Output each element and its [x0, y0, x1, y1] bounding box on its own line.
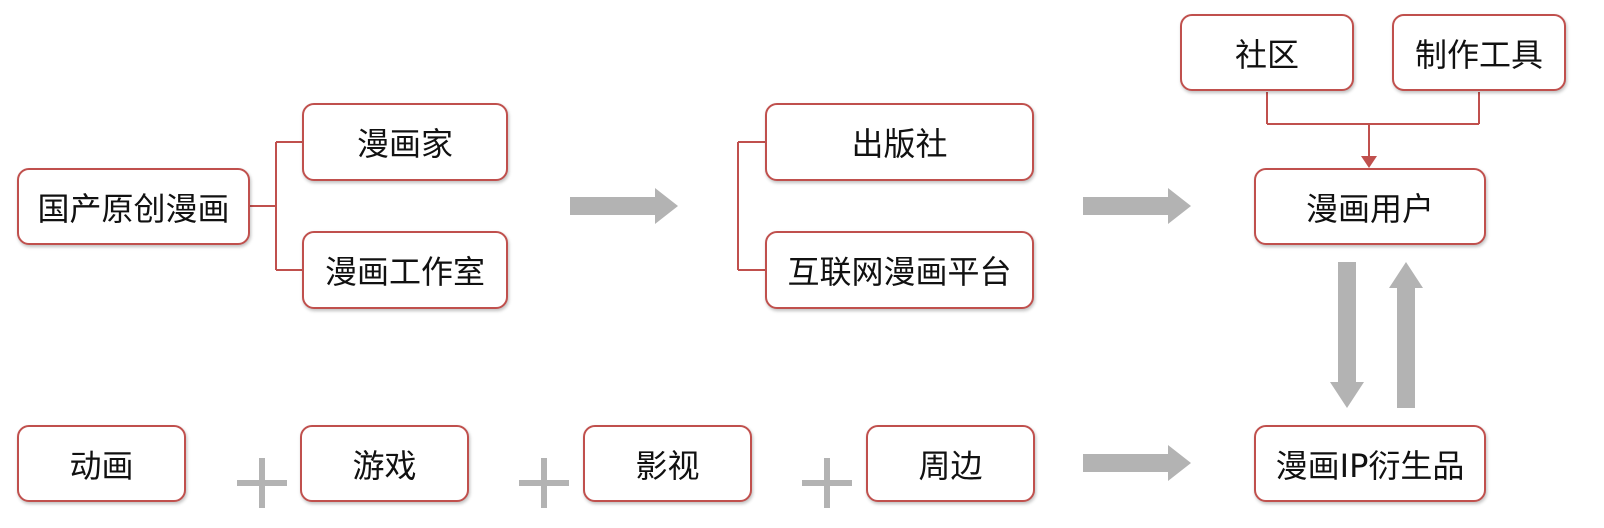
flow-arrow-3 — [1083, 445, 1191, 481]
flow-arrow-2 — [1083, 188, 1191, 224]
publisher-node: 出版社 — [765, 103, 1034, 181]
manga-studio-node: 漫画工作室 — [302, 231, 508, 309]
up-arrow — [1389, 262, 1423, 408]
plus-icon — [237, 458, 287, 508]
online-platform-node: 互联网漫画平台 — [765, 231, 1034, 309]
flow-arrow-1 — [570, 188, 678, 224]
community-node: 社区 — [1180, 14, 1354, 91]
film-tv-node: 影视 — [583, 425, 752, 502]
animation-node: 动画 — [17, 425, 186, 502]
origin-bracket — [250, 141, 302, 271]
users-node: 漫画用户 — [1254, 168, 1486, 245]
manga-artist-node: 漫画家 — [302, 103, 508, 181]
community-tools-connector — [1266, 92, 1480, 158]
merch-node: 周边 — [866, 425, 1035, 502]
plus-icon — [802, 458, 852, 508]
down-arrow — [1330, 262, 1364, 408]
games-node: 游戏 — [300, 425, 469, 502]
ip-derivatives-node: 漫画IP衍生品 — [1254, 425, 1486, 502]
publisher-bracket — [737, 141, 765, 271]
connector-arrowhead — [1361, 156, 1377, 168]
plus-icon — [519, 458, 569, 508]
tools-node: 制作工具 — [1392, 14, 1566, 91]
origin-node: 国产原创漫画 — [17, 168, 250, 245]
